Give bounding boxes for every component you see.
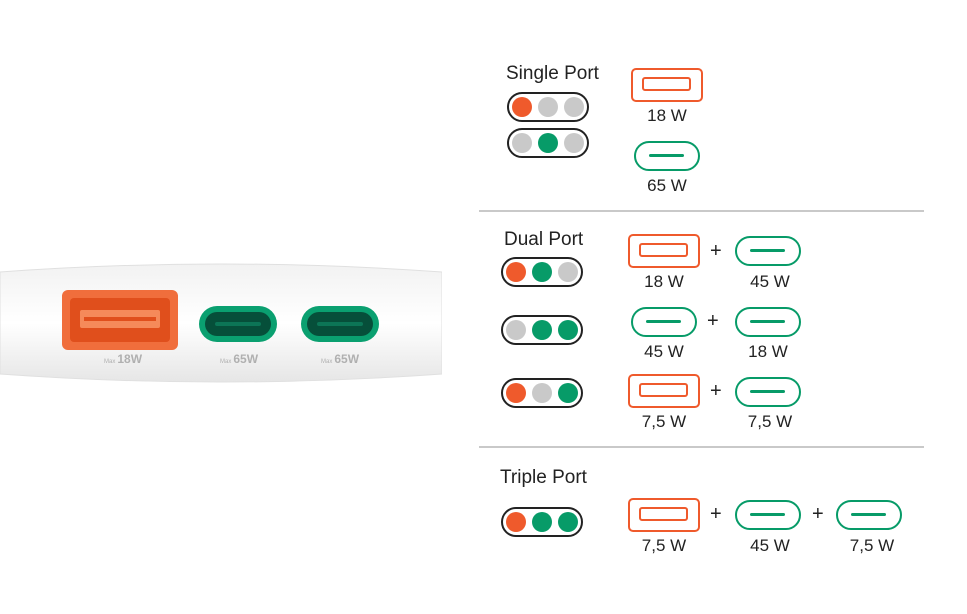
indicator-dot (506, 383, 526, 403)
usb-c-port-2 (301, 306, 379, 342)
indicator-dot (532, 320, 552, 340)
divider (479, 446, 924, 448)
usb-c-port-icon (836, 500, 902, 530)
plus-sign: + (812, 503, 824, 525)
indicator-dot (506, 262, 526, 282)
indicator-dual-row-2 (501, 315, 583, 345)
indicator-dual-row-3 (501, 378, 583, 408)
indicator-dual-row-1 (501, 257, 583, 287)
indicator-dot (538, 97, 558, 117)
plus-sign: + (710, 380, 722, 402)
indicator-dot (512, 133, 532, 153)
dual-port-heading: Dual Port (504, 229, 584, 250)
indicator-dot (564, 97, 584, 117)
usb-a-port-icon (631, 68, 703, 102)
indicator-dot (506, 320, 526, 340)
indicator-dot (558, 320, 578, 340)
usb-c-port-icon (735, 500, 801, 530)
usb-a-port-icon (628, 234, 700, 268)
dual-row-3-left-watt: 7,5 W (641, 412, 687, 431)
indicator-triple (501, 507, 583, 537)
usb-a-port-icon (628, 374, 700, 408)
triple-usb-a-watt: 7,5 W (641, 536, 687, 555)
indicator-dot (558, 383, 578, 403)
indicator-dot (532, 512, 552, 532)
indicator-single-usb-c (507, 128, 589, 158)
dual-row-1-right-watt: 45 W (750, 272, 790, 291)
usb-c-port-icon (735, 236, 801, 266)
indicator-dot (558, 512, 578, 532)
indicator-dot (558, 262, 578, 282)
dual-row-2-right-watt: 18 W (748, 342, 788, 361)
plus-sign: + (710, 240, 722, 262)
triple-usb-c-2-watt: 7,5 W (849, 536, 895, 555)
indicator-dot (538, 133, 558, 153)
indicator-single-usb-a (507, 92, 589, 122)
usb-c-port-icon (735, 307, 801, 337)
dual-row-3-right-watt: 7,5 W (747, 412, 793, 431)
usb-c-port-icon (631, 307, 697, 337)
indicator-dot (506, 512, 526, 532)
usb-c-port-icon (634, 141, 700, 171)
usb-a-port-icon (628, 498, 700, 532)
single-usb-c-watt: 65 W (647, 176, 687, 195)
usb-a-port (62, 290, 178, 350)
indicator-dot (564, 133, 584, 153)
indicator-dot (532, 383, 552, 403)
dual-row-2-left-watt: 45 W (644, 342, 684, 361)
triple-usb-c-1-watt: 45 W (750, 536, 790, 555)
dual-row-1-left-watt: 18 W (644, 272, 684, 291)
divider (479, 210, 924, 212)
single-port-heading: Single Port (506, 63, 599, 84)
usb-c-port-icon (735, 377, 801, 407)
triple-port-heading: Triple Port (500, 467, 587, 488)
power-bank-body (0, 263, 443, 383)
plus-sign: + (710, 503, 722, 525)
single-usb-a-watt: 18 W (647, 106, 687, 125)
plus-sign: + (707, 310, 719, 332)
indicator-dot (532, 262, 552, 282)
indicator-dot (512, 97, 532, 117)
usb-c-port-1 (199, 306, 277, 342)
